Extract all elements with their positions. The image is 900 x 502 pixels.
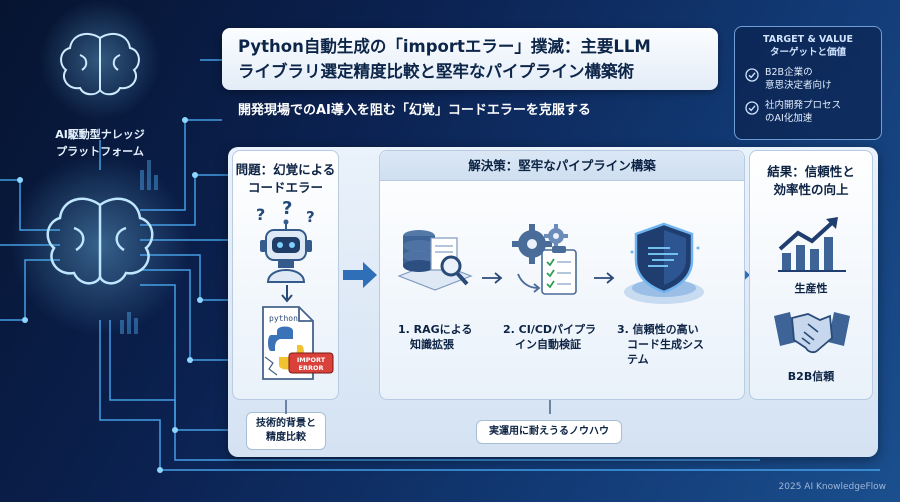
result-heading-line1: 結果：信頼性と (767, 164, 855, 179)
footer-copyright: 2025 AI KnowledgeFlow (778, 482, 886, 492)
solution-tag: 実運用に耐えうるノウハウ (476, 420, 622, 444)
target-title: TARGET & VALUE ターゲットと価値 (745, 33, 871, 59)
down-arrow-icon (281, 285, 293, 303)
handshake-icon (774, 312, 850, 354)
productivity-label: 生産性 (794, 282, 828, 295)
target-item: B2B企業の 意思決定者向け (745, 66, 871, 92)
step-2-line: イン自動検証 (515, 338, 581, 351)
target-item-text: B2B企業の (765, 67, 813, 78)
python-file-label: python (269, 314, 298, 323)
step-1-line: 1. RAGによる (398, 323, 473, 336)
result-card: 結果：信頼性と 効率性の向上 (749, 150, 873, 400)
step-2-line: 2. CI/CDパイプラ (503, 323, 597, 336)
brand-line2: プラットフォーム (56, 145, 144, 158)
brain-icon (60, 32, 140, 96)
page-title: Python自動生成の「importエラー」撲滅：主要LLM ライブラリ選定精度… (222, 28, 718, 90)
step-3-label: 3. 信頼性の高い コード生成シス テム (617, 322, 721, 367)
step-arrow-icon (594, 272, 615, 284)
target-item-text: のAI化加速 (765, 113, 813, 124)
trust-label: B2B信頼 (787, 370, 835, 383)
target-value-box: TARGET & VALUE ターゲットと価値 B2B企業の 意思決定者向け 社… (734, 26, 882, 140)
problem-heading: 問題：幻覚による コードエラー (233, 161, 338, 197)
step-3-line: テム (627, 353, 649, 366)
growth-chart-icon (778, 217, 846, 272)
rag-database-search-icon (397, 230, 473, 291)
secure-shield-icon (624, 222, 704, 304)
svg-text:?: ? (256, 205, 265, 224)
connector-line (549, 400, 551, 414)
solution-heading-bar: 解決策：堅牢なパイプライン構築 (380, 151, 744, 181)
problem-heading-line2: コードエラー (247, 180, 323, 195)
right-arrow-icon (343, 262, 377, 288)
problem-tag-line2: 精度比較 (266, 432, 306, 443)
result-heading-line2: 効率性の向上 (773, 182, 849, 197)
confused-robot-icon: ? ? ? (256, 200, 315, 283)
cicd-gears-checklist-icon (512, 224, 577, 295)
python-file-error-icon: python IMPORT ERROR (262, 306, 334, 380)
target-item: 社内開発プロセス のAI化加速 (745, 99, 871, 125)
target-item-text: 意思決定者向け (765, 80, 832, 91)
import-error-label: ERROR (299, 364, 324, 372)
brand-label: AI駆動型ナレッジ プラットフォーム (40, 126, 160, 160)
title-line2: ライブラリ選定精度比較と堅牢なパイプライン構築術 (238, 62, 634, 81)
step-arrow-icon (482, 272, 503, 284)
brand-line1: AI駆動型ナレッジ (55, 128, 145, 141)
target-item-text: 社内開発プロセス (765, 100, 842, 111)
import-error-label: IMPORT (297, 356, 326, 364)
step-3-line: 3. 信頼性の高い (617, 323, 699, 336)
solution-heading: 解決策：堅牢なパイプライン構築 (468, 157, 656, 173)
problem-heading-line1: 問題：幻覚による (235, 162, 336, 177)
check-circle-icon (745, 68, 759, 82)
page-subtitle: 開発現場でのAI導入を阻む「幻覚」コードエラーを克服する (238, 103, 591, 118)
result-heading: 結果：信頼性と 効率性の向上 (750, 163, 872, 199)
step-2-label: 2. CI/CDパイプラ イン自動検証 (503, 322, 603, 352)
target-title-en: TARGET & VALUE (762, 34, 854, 45)
step-1-label: 1. RAGによる 知識拡張 (398, 322, 478, 352)
step-1-line: 知識拡張 (410, 338, 454, 351)
problem-tag-line1: 技術的背景と (256, 418, 316, 429)
svg-text:?: ? (306, 208, 315, 226)
connector-line (285, 400, 287, 414)
svg-text:?: ? (282, 200, 292, 219)
check-circle-icon (745, 101, 759, 115)
problem-tag: 技術的背景と 精度比較 (246, 412, 326, 450)
title-line1: Python自動生成の「importエラー」撲滅：主要LLM (238, 37, 651, 56)
target-title-ja: ターゲットと価値 (769, 47, 846, 58)
step-3-line: コード生成シス (627, 338, 704, 351)
